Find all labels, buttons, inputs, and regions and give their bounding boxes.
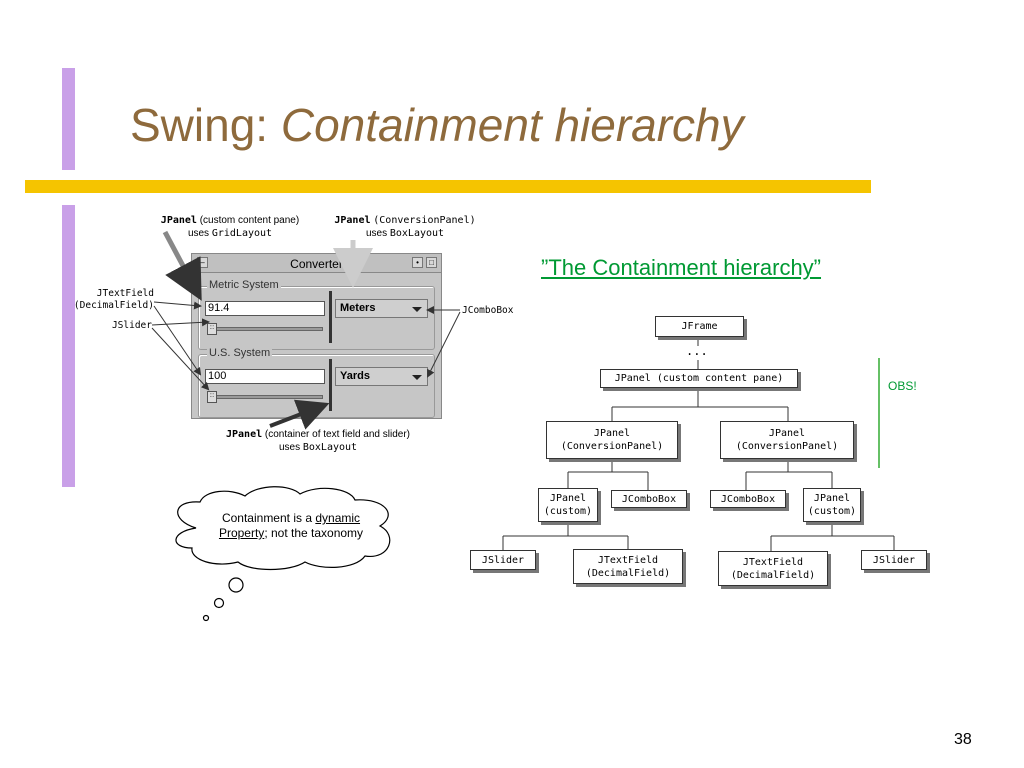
pointer-lines [151, 230, 461, 430]
pointer-combobox-bottom [427, 311, 461, 378]
cloud-bubble-medium [213, 597, 225, 609]
annotation-class: JPanel [160, 215, 197, 226]
tree-node-jframe: JFrame [655, 316, 744, 337]
pointer-content-pane [162, 230, 202, 301]
metric-value-field[interactable]: 91.4 [205, 301, 325, 316]
annotation-conversion-panel: JPanel (ConversionPanel) uses BoxLayout [325, 214, 485, 240]
pointer-slider-bottom [151, 327, 210, 391]
annotation-slider: JSlider [111, 320, 152, 331]
chevron-down-icon [412, 307, 422, 312]
annotation-class: JPanel [226, 429, 263, 440]
combo-value: Yards [340, 370, 370, 382]
tree-node-textfield-left: JTextField (DecimalField) [573, 549, 683, 584]
annotation-layout: BoxLayout [302, 442, 358, 453]
maximize-icon[interactable]: □ [426, 257, 437, 268]
tree-node-conversion-panel-left: JPanel (ConversionPanel) [546, 421, 678, 459]
us-slider-thumb[interactable]: ::: [207, 391, 217, 403]
cloud-bubble-large [228, 577, 244, 593]
tree-node-textfield-right: JTextField (DecimalField) [718, 551, 828, 586]
annotation-desc: (container of text field and slider) [264, 429, 410, 440]
annotation-content-pane: JPanel (custom content pane) uses GridLa… [150, 214, 310, 240]
window-titlebar: – Converter • □ [192, 254, 441, 273]
tree-node-panel-custom-right: JPanel (custom) [803, 488, 861, 522]
tree-node-combobox-left: JComboBox [611, 490, 687, 508]
annotation-desc: (custom content pane) [199, 215, 300, 226]
metric-slider-thumb[interactable]: ::: [207, 323, 217, 335]
accent-bar-horizontal [25, 180, 871, 193]
annotation-uses: uses [365, 228, 388, 239]
tree-node-content-pane: JPanel (custom content pane) [600, 369, 798, 388]
accent-bar-top [62, 68, 75, 170]
page-number: 38 [954, 731, 972, 748]
us-value-field[interactable]: 100 [205, 369, 325, 384]
cloud-shape [175, 486, 391, 571]
pointer-textfield-top [153, 301, 202, 310]
tree-node-slider-right: JSlider [861, 550, 927, 570]
cloud-text-after: ; not the taxonomy [264, 526, 364, 540]
panel-separator [329, 291, 332, 343]
chevron-down-icon [412, 375, 422, 380]
converter-window: – Converter • □ Metric System 91.4 ::: M… [191, 253, 442, 419]
combo-value: Meters [340, 302, 376, 314]
annotation-class: JPanel [334, 215, 371, 226]
group-label: Metric System [207, 279, 281, 291]
annotation-textfield: JTextField (DecimalField) [62, 288, 154, 312]
cloud-text-before: Containment is a [221, 511, 316, 525]
textfield-label-2: (DecimalField) [73, 300, 154, 311]
obs-note: OBS! [888, 379, 917, 393]
metric-system-group: Metric System 91.4 ::: Meters [198, 279, 435, 350]
annotation-bottom-panel: JPanel (container of text field and slid… [218, 428, 418, 454]
annotation-combobox: JComboBox [462, 305, 514, 316]
window-title: Converter [290, 257, 343, 271]
annotation-desc: (ConversionPanel) [373, 215, 476, 226]
tree-ellipsis: ... [686, 344, 708, 358]
textfield-label-1: JTextField [96, 288, 154, 299]
panel-separator [329, 359, 332, 411]
title-plain: Swing: [130, 99, 281, 151]
tree-node-slider-left: JSlider [470, 550, 536, 570]
pointer-slider-top [151, 318, 210, 327]
slide-title: Swing: Containment hierarchy [130, 98, 744, 152]
containment-hierarchy-link[interactable]: ”The Containment hierarchy” [541, 255, 822, 280]
cloud-bubble-small [202, 614, 210, 622]
group-label: U.S. System [207, 347, 273, 359]
dynamic-link[interactable]: dynamic [315, 511, 361, 525]
annotation-layout: GridLayout [211, 228, 273, 239]
pointer-bottom-panel [269, 399, 330, 430]
minimize-icon[interactable]: • [412, 257, 423, 268]
property-link[interactable]: Property [218, 526, 265, 540]
annotation-uses: uses [187, 228, 210, 239]
accent-bar-side [62, 205, 75, 487]
tree-node-combobox-right: JComboBox [710, 490, 786, 508]
metric-unit-combobox[interactable]: Meters [335, 299, 428, 318]
annotation-layout: BoxLayout [389, 228, 445, 239]
tree-node-panel-custom-left: JPanel (custom) [538, 488, 598, 522]
annotation-uses: uses [278, 442, 301, 453]
tree-node-conversion-panel-right: JPanel (ConversionPanel) [720, 421, 854, 459]
pointer-textfield-bottom [153, 305, 202, 376]
connector-group [502, 336, 895, 551]
title-italic: Containment hierarchy [280, 99, 744, 151]
